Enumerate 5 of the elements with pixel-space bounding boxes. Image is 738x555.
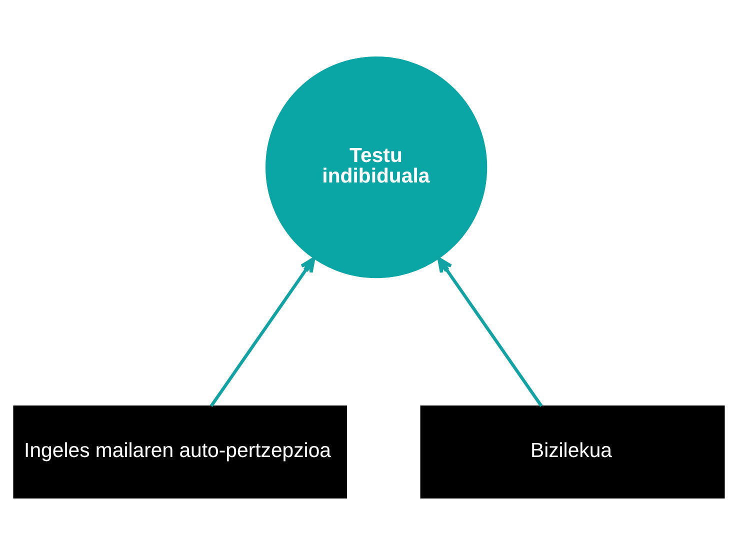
node-box: Bizilekua [420,406,725,499]
arrow [437,257,543,407]
node-circle: Testu indibiduala [265,56,488,278]
node-box: Ingeles mailaren auto-pertzepzioa [13,406,348,499]
arrow [210,257,316,407]
